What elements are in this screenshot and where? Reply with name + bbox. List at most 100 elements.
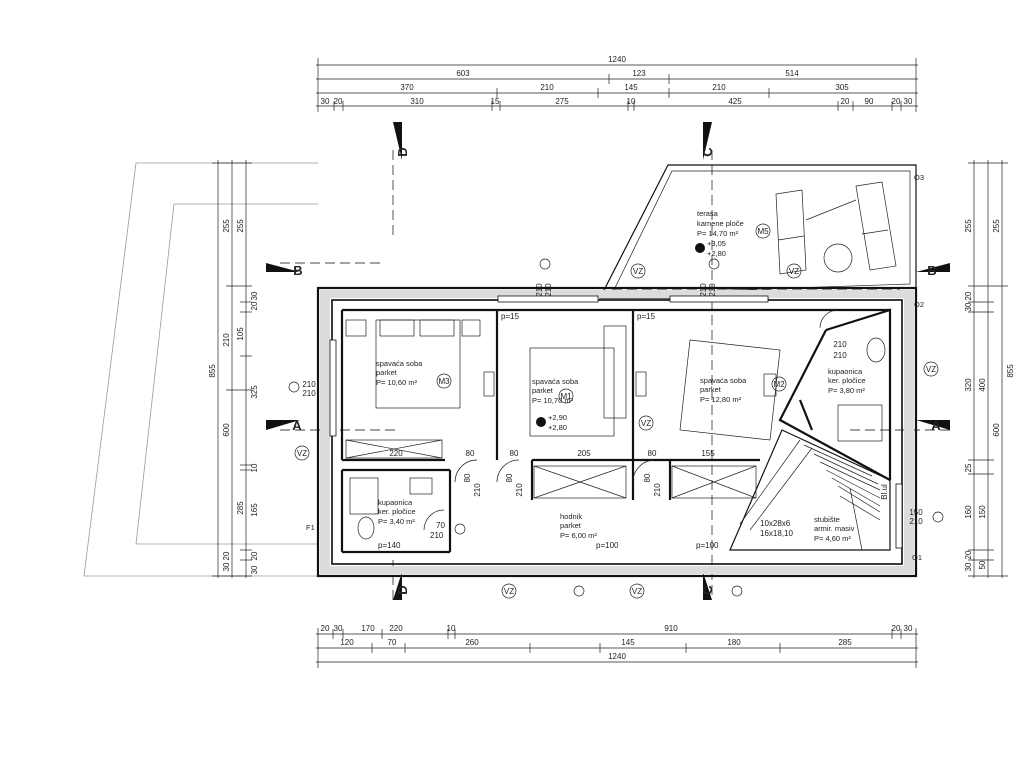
dim-right: 160 [964, 505, 973, 519]
dim-bottom: 260 [465, 638, 479, 647]
dim-interior: 10x28x6 [760, 519, 791, 528]
dim-bottom: 170 [361, 624, 375, 633]
dim-top: 305 [835, 83, 849, 92]
dim-top: 514 [785, 69, 799, 78]
section-arrow-a-left [266, 420, 300, 430]
section-arrow-c-bottom [703, 572, 712, 600]
section-arrow-d-top [393, 122, 402, 160]
dim-interior: 210 [535, 283, 544, 297]
tag-circle-vz [630, 263, 646, 279]
top-dimension-labels: 1240 603 123 514 370 210 145 210 305 30 … [321, 55, 913, 106]
dim-bottom: 145 [621, 638, 635, 647]
dim-interior: 80 [505, 473, 514, 482]
dim-top: 310 [410, 97, 424, 106]
stairs-floor: armir. masiv [814, 524, 855, 533]
dim-bottom: 180 [727, 638, 741, 647]
section-arrow-a-right [916, 420, 950, 430]
dim-right: 20 [964, 550, 973, 559]
staircase [729, 429, 891, 551]
terrace-name: terasa [697, 209, 719, 218]
dim-right: 320 [964, 378, 973, 392]
bathroom2-area: P= 3,40 m² [378, 517, 415, 526]
dim-left: 20 [222, 551, 231, 560]
lower-floor-outline [83, 162, 318, 577]
tag-o2: O2 [914, 300, 924, 309]
bedroom2-name: spavaća soba [532, 377, 579, 386]
dim-interior: 80 [643, 473, 652, 482]
dim-left: 20 [250, 301, 259, 310]
section-label-d-bottom: D [395, 585, 410, 594]
dim-left: 30 [222, 562, 231, 571]
level-bed2-2: +2,80 [548, 423, 567, 432]
tag-circle-m1 [558, 388, 574, 404]
section-arrow-b-right [916, 263, 950, 272]
dim-top: 210 [540, 83, 554, 92]
tag-circle-m5 [755, 223, 771, 239]
stairs-area: P= 4,60 m² [814, 534, 851, 543]
dim-interior: p=15 [501, 312, 520, 321]
bedroom1-area: P= 10,60 m² [376, 378, 418, 387]
dim-top-total: 1240 [608, 55, 626, 64]
dim-interior: 16x18,10 [760, 529, 793, 538]
dim-interior: 80 [510, 449, 519, 458]
dim-right: 255 [964, 219, 973, 233]
tag-circle-m3 [436, 373, 452, 389]
bedroom1-name: spavaća soba [376, 359, 423, 368]
dim-left: 10 [250, 463, 259, 472]
tag-circle [454, 523, 466, 535]
bedroom3-floor: parket [700, 385, 722, 394]
building-walls [316, 286, 918, 578]
level-bed2-1: +2,90 [548, 413, 567, 422]
dim-top: 20 [892, 97, 901, 106]
dim-top: 603 [456, 69, 470, 78]
dim-interior: 210 [833, 340, 847, 349]
tag-circle-vz [501, 583, 517, 599]
dim-right: 50 [978, 560, 987, 569]
dim-interior: p=100 [696, 541, 719, 550]
tag-vz: VZ [926, 365, 936, 374]
dim-left: 325 [250, 385, 259, 399]
tag-circle [288, 381, 300, 393]
dim-top: 90 [865, 97, 874, 106]
bottom-dimension-labels: 20 30 170 220 10 910 20 30 120 70 260 14… [321, 624, 913, 661]
dim-bottom: 910 [664, 624, 678, 633]
dim-interior: 150 [909, 508, 923, 517]
bedroom2-floor: parket [532, 386, 554, 395]
dim-interior: 210 [708, 283, 717, 297]
section-arrow-b-left [266, 263, 300, 272]
dim-left: 20 [250, 551, 259, 560]
bedroom1-floor: parket [376, 368, 398, 377]
bathroom1-area: P= 3,80 m² [828, 386, 865, 395]
dim-interior: 80 [466, 449, 475, 458]
dim-interior: 220 [389, 449, 403, 458]
bathroom2-floor: ker. pločice [378, 507, 416, 516]
tag-circle [731, 585, 743, 597]
tag-vz: VZ [632, 587, 642, 596]
dim-interior: 210 [473, 483, 482, 497]
section-label-b-right: B [927, 263, 936, 278]
element-tags: O3 O2 O1 F1 M3 M2 M1 M5 VZ VZ VZ VZ VZ V… [288, 173, 944, 599]
dim-left: 105 [236, 327, 245, 341]
dim-interior: 155 [701, 449, 715, 458]
dim-top: 275 [555, 97, 569, 106]
dim-interior: 80 [648, 449, 657, 458]
tag-vz: VZ [633, 267, 643, 276]
dim-interior: 210 [302, 380, 316, 389]
dim-interior: p=140 [378, 541, 401, 550]
dim-bottom: 20 [321, 624, 330, 633]
dim-bottom: 10 [447, 624, 456, 633]
terrace-floor: kamene ploče [697, 219, 744, 228]
dim-bottom: 120 [340, 638, 354, 647]
dim-bottom: 30 [904, 624, 913, 633]
dim-bottom: 285 [838, 638, 852, 647]
bathroom2-name: kupaonica [378, 498, 413, 507]
tag-m5: M5 [757, 227, 769, 236]
tag-vz: VZ [789, 267, 799, 276]
dim-interior: 210 [302, 389, 316, 398]
dim-interior: Bl.ul [880, 484, 889, 500]
dim-interior: 210 [544, 283, 553, 297]
tag-circle-m2 [771, 376, 787, 392]
terrace-area: P= 14,70 m² [697, 229, 739, 238]
dim-left: 30 [250, 291, 259, 300]
dim-bottom: 30 [334, 624, 343, 633]
